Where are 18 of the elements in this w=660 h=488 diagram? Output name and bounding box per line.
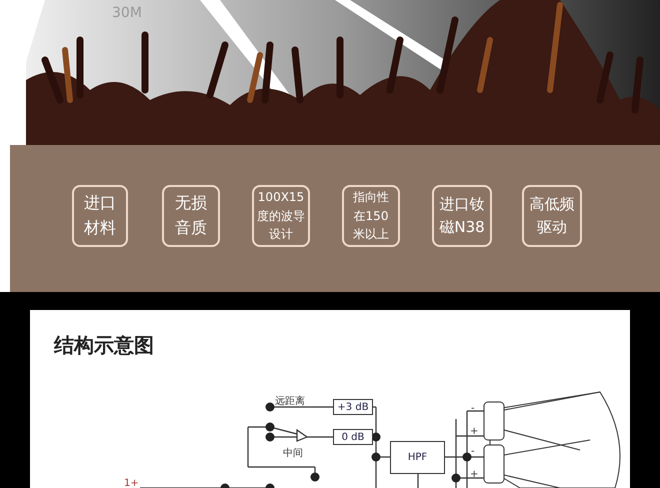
distance-label: 30M: [112, 5, 142, 21]
polarity-mark: +: [470, 469, 478, 480]
gain-box: +3 dB: [333, 399, 373, 415]
mode-label: 中间: [283, 446, 303, 460]
feature-badge: 进口钕磁N38: [432, 185, 492, 247]
feature-badge: 指向性在150米以上: [342, 185, 400, 247]
filter-box: HPF: [390, 441, 445, 474]
feature-badge: 高低频驱动: [522, 185, 582, 247]
mode-label: 远距离: [275, 394, 305, 408]
gain-box: 0 dB: [333, 429, 373, 445]
polarity-mark: -: [471, 446, 475, 457]
polarity-mark: +: [470, 426, 478, 437]
polarity-mark: -: [471, 403, 475, 414]
terminal-label: 1+: [124, 478, 139, 488]
feature-badge: 进口材料: [72, 185, 128, 247]
feature-badge: 100X15度的波导设计: [252, 185, 310, 247]
feature-badge: 无损音质: [162, 185, 220, 247]
diagram-title: 结构示意图: [54, 332, 154, 359]
